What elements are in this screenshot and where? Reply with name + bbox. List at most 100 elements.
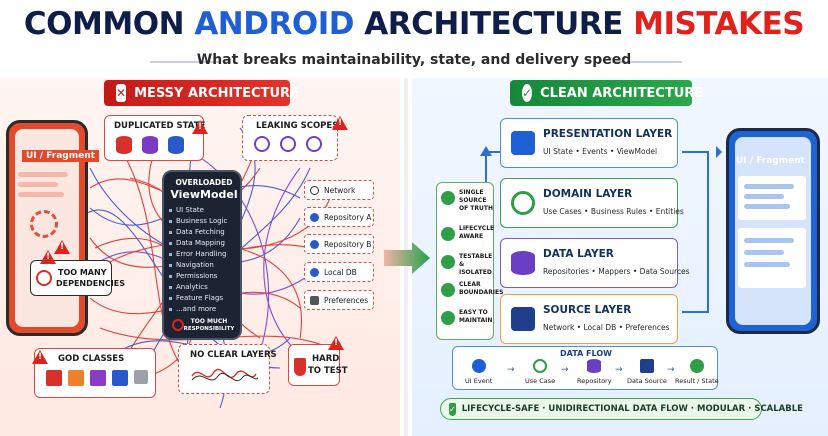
database-icon [168,136,184,154]
page-title: COMMON ANDROID ARCHITECTURE MISTAKES [0,6,828,42]
too-many-dependencies-label-2: DEPENDENCIES [56,279,126,288]
flow-step: Use Case [525,359,555,385]
vm-item: ...and more [168,305,217,313]
service-label: Local DB [324,267,357,277]
flask-icon [441,255,455,269]
data-layer: DATA LAYER Repositories • Mappers • Data… [500,238,690,288]
flow-step-label: UI Event [465,377,493,385]
vm-item: Data Fetching [169,228,225,236]
too-many-dependencies-label-1: TOO MANY [58,268,107,277]
flow-step-label: Repository [577,377,612,385]
benefit-text: LIFECYCLE [459,225,495,232]
benefit-text: SOURCE [459,197,487,204]
phone-placeholder-line [744,194,784,199]
service-label: Repository A [324,212,372,222]
phone-placeholder-line [744,184,794,189]
vm-item: Business Logic [168,217,228,225]
database-icon [142,136,158,154]
x-icon: ✕ [116,84,127,102]
benefit-text: TESTABLE [459,253,493,260]
layer-desc: Network • Local DB • Preferences [543,323,670,332]
vm-item: UI State [169,206,204,214]
server-icon [639,359,654,373]
scribble-icon [191,369,259,381]
layer-name: PRESENTATION LAYER [543,128,673,140]
benefit-text: AWARE [459,233,484,240]
clean-banner: ✓ CLEAN ARCHITECTURE [510,80,703,106]
warning-icon [40,250,56,264]
class-block-icon [112,370,128,386]
database-icon [310,267,319,277]
gauge-icon [172,319,184,331]
phone-placeholder-line [744,204,790,209]
data-flow-title: DATA FLOW [560,349,612,358]
flow-step-label: Data Source [627,377,667,385]
shield-icon [441,227,455,241]
title-part-3: ARCHITECTURE [353,6,634,42]
phone-placeholder-line [744,238,794,243]
server-icon [511,307,535,331]
database-icon [310,212,319,222]
flow-step: UI Event [465,359,492,385]
clean-phone-label: UI / Fragment [736,156,805,166]
layer-desc: Repositories • Mappers • Data Sources [543,267,690,276]
service-label: Repository B [324,239,372,249]
footer-text: LIFECYCLE-SAFE · UNIDIRECTIONAL DATA FLO… [461,404,803,414]
service-label: Network [324,185,356,195]
arrow-right-icon: → [561,365,569,375]
database-icon [511,251,535,275]
domain-layer: DOMAIN LAYER Use Cases • Business Rules … [500,178,684,228]
no-clear-layers-label: NO CLEAR LAYERS [190,350,277,360]
warning-icon [328,336,344,350]
title-part-1: COMMON [23,6,195,42]
refresh-icon [30,210,58,238]
database-icon [310,239,319,249]
vm-title-1: OVERLOADED [175,178,233,187]
vm-item: Feature Flags [168,294,224,302]
subtitle-rule-left [150,61,220,63]
hard-to-test-label-2: TO TEST [308,366,348,376]
phone-placeholder-line [18,182,58,187]
network-icon [36,270,52,286]
flow-step: Data Source [627,359,667,385]
warning-icon [32,350,48,364]
scope-icon [306,136,322,152]
messy-banner: ✕ MESSY ARCHITECTURE [104,80,299,106]
service-preferences: Preferences [304,290,374,310]
flow-step-label: Use Case [525,377,556,385]
vm-badge-2: RESPONSIBILITY [183,326,235,332]
footer-banner: ✓ LIFECYCLE-SAFE · UNIDIRECTIONAL DATA F… [440,398,803,420]
subtitle-rule-right [612,61,682,63]
tap-icon [471,359,486,373]
duplicated-state-label: DUPLICATED STATE [114,121,206,131]
service-local-db: Local DB [304,262,374,282]
scope-icon [254,136,270,152]
vm-item: Data Mapping [169,239,225,247]
warning-icon [332,116,348,130]
hard-to-test-label-1: HARD [312,354,340,364]
vm-title-2: ViewModel [170,188,238,201]
arrow-right-icon: → [667,365,675,375]
layer-name: DATA LAYER [543,248,614,260]
phone-placeholder-line [18,172,68,177]
service-repository-a: Repository A [304,207,374,227]
layer-name: SOURCE LAYER [543,304,632,316]
warning-icon [192,120,208,134]
benefit-text: OF TRUTH [459,205,493,212]
source-layer: SOURCE LAYER Network • Local DB • Prefer… [500,294,678,344]
benefit-text: MAINTAIN [459,317,493,324]
vm-badge-1: TOO MUCH [190,318,228,325]
arrow-right-icon: → [615,365,623,375]
phone-placeholder-line [744,250,784,255]
layer-name: DOMAIN LAYER [543,188,633,200]
layer-desc: UI State • Events • ViewModel [543,147,658,156]
vm-item: Navigation [169,261,214,269]
shield-icon: ✓ [449,402,456,416]
gear-icon [310,295,319,305]
flow-step-label: Result / State [675,377,719,385]
flow-step: Result / State [675,359,719,385]
check-icon [689,359,704,373]
class-block-icon [68,370,84,386]
database-icon [116,136,132,154]
god-classes-label: GOD CLASSES [58,354,125,364]
